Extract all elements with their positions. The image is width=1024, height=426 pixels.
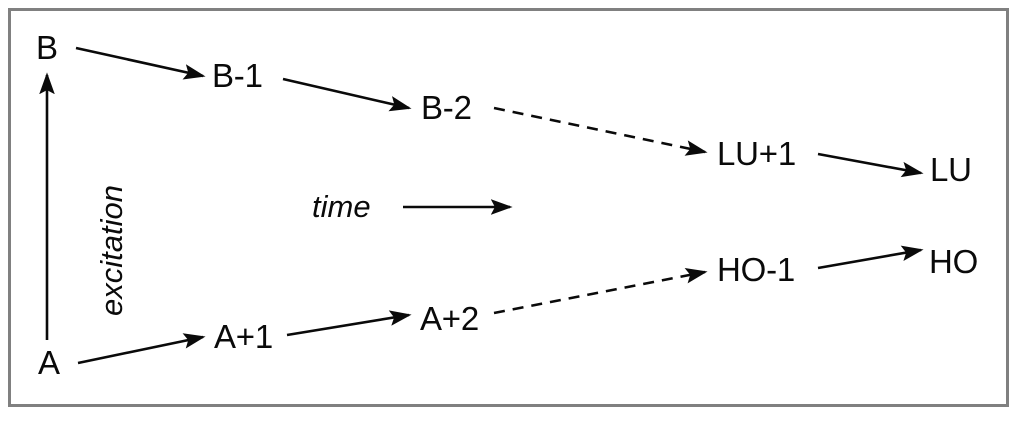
node-A+1: A+1 [214, 318, 274, 355]
excitation-axis-label: excitation [94, 185, 129, 316]
node-A+2: A+2 [420, 300, 480, 337]
node-HO-1: HO-1 [717, 251, 796, 288]
node-HO: HO [929, 243, 979, 280]
node-LU: LU [930, 151, 972, 188]
time-axis-label: time [312, 189, 371, 224]
node-B: B [36, 29, 58, 66]
node-A: A [38, 344, 60, 381]
node-B-1: B-1 [212, 57, 263, 94]
node-B-2: B-2 [421, 89, 472, 126]
node-LU+1: LU+1 [717, 135, 797, 172]
diagram-frame-border [8, 8, 1009, 407]
